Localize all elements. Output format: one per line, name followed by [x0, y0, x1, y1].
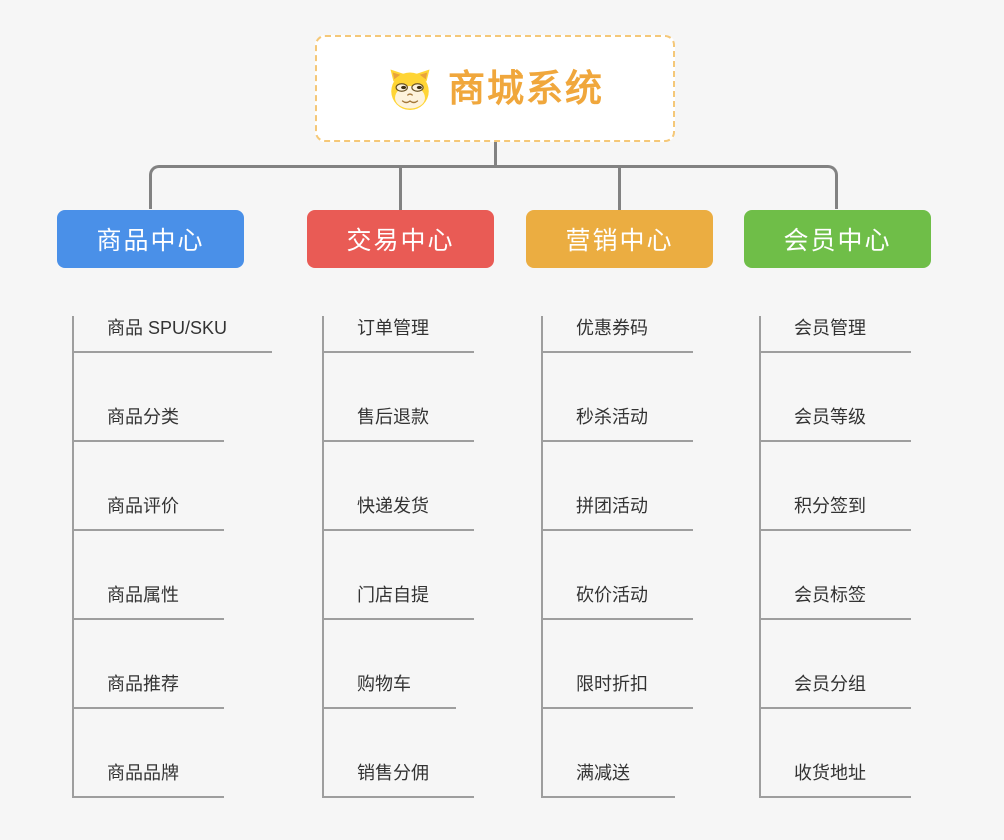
branch-member-center: 会员中心会员管理会员等级积分签到会员标签会员分组收货地址 [744, 210, 931, 798]
child-topic[interactable]: 订单管理 [324, 316, 474, 353]
branch-children-marketing-center: 优惠券码秒杀活动拼团活动砍价活动限时折扣满减送 [541, 316, 693, 798]
connector-drop-marketing [618, 168, 621, 210]
connector-bus [149, 165, 838, 209]
branch-header-product-center[interactable]: 商品中心 [57, 210, 244, 268]
child-topic[interactable]: 满减送 [543, 761, 675, 798]
branch-children-product-center: 商品 SPU/SKU 商品分类商品评价商品属性商品推荐商品品牌 [72, 316, 273, 798]
doge-icon [386, 65, 434, 113]
child-topic[interactable]: 会员等级 [761, 405, 911, 442]
root-title: 商城系统 [448, 68, 604, 109]
branch-trade-center: 交易中心订单管理售后退款快递发货门店自提购物车销售分佣 [307, 210, 494, 798]
child-topic[interactable]: 会员分组 [761, 672, 911, 709]
child-topic[interactable]: 收货地址 [761, 761, 911, 798]
child-topic[interactable]: 会员标签 [761, 583, 911, 620]
child-topic[interactable]: 商品属性 [74, 583, 224, 620]
branch-children-trade-center: 订单管理售后退款快递发货门店自提购物车销售分佣 [322, 316, 474, 798]
child-topic[interactable]: 秒杀活动 [543, 405, 693, 442]
connector-root-drop [494, 142, 497, 168]
root-node[interactable]: 商城系统 [315, 35, 675, 142]
branch-children-member-center: 会员管理会员等级积分签到会员标签会员分组收货地址 [759, 316, 911, 798]
child-topic[interactable]: 商品评价 [74, 494, 224, 531]
child-topic[interactable]: 购物车 [324, 672, 456, 709]
child-topic[interactable]: 快递发货 [324, 494, 474, 531]
child-topic[interactable]: 优惠券码 [543, 316, 693, 353]
child-topic[interactable]: 拼团活动 [543, 494, 693, 531]
child-topic[interactable]: 砍价活动 [543, 583, 693, 620]
branch-header-member-center[interactable]: 会员中心 [744, 210, 931, 268]
child-topic[interactable]: 售后退款 [324, 405, 474, 442]
child-topic[interactable]: 商品 SPU/SKU [74, 316, 273, 353]
child-topic[interactable]: 商品分类 [74, 405, 224, 442]
child-topic[interactable]: 限时折扣 [543, 672, 693, 709]
child-topic[interactable]: 积分签到 [761, 494, 911, 531]
child-topic[interactable]: 销售分佣 [324, 761, 474, 798]
child-topic[interactable]: 商品品牌 [74, 761, 224, 798]
branch-header-marketing-center[interactable]: 营销中心 [526, 210, 713, 268]
child-topic[interactable]: 会员管理 [761, 316, 911, 353]
branch-marketing-center: 营销中心优惠券码秒杀活动拼团活动砍价活动限时折扣满减送 [526, 210, 713, 798]
branch-product-center: 商品中心商品 SPU/SKU 商品分类商品评价商品属性商品推荐商品品牌 [57, 210, 273, 798]
connector-drop-trade [399, 168, 402, 210]
child-topic[interactable]: 商品推荐 [74, 672, 224, 709]
child-topic[interactable]: 门店自提 [324, 583, 474, 620]
branch-header-trade-center[interactable]: 交易中心 [307, 210, 494, 268]
